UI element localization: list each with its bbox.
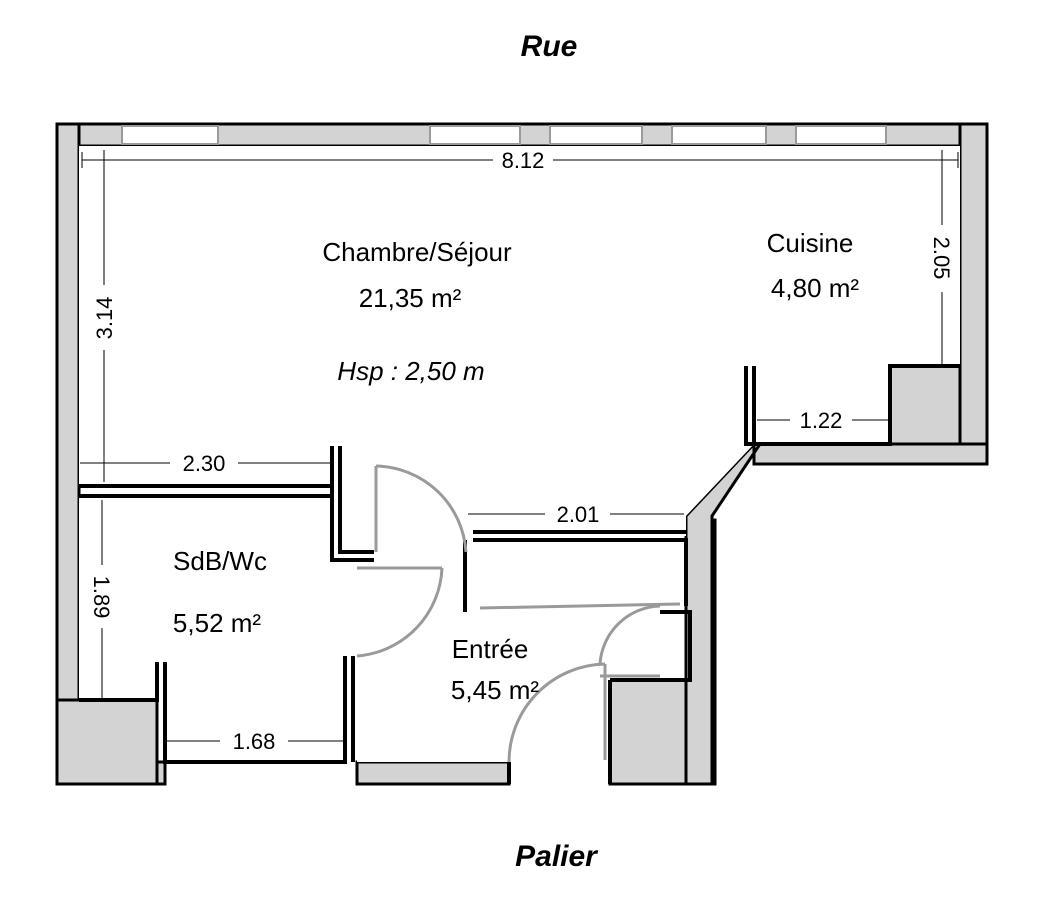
dim-entree-top: 2.01 [557, 502, 600, 527]
street-bottom-label: Palier [515, 840, 599, 873]
window-1 [121, 125, 219, 145]
dim-cuisine-nook: 1.22 [800, 408, 843, 433]
door-arc-placard [598, 604, 661, 665]
door-arc-palier [507, 662, 606, 763]
dim-sejour-bottom: 2.30 [183, 451, 226, 476]
room-area-entree: 5,45 m² [451, 675, 539, 705]
interior-walls [79, 364, 960, 784]
room-floors [79, 146, 960, 762]
room-area-sdb: 5,52 m² [173, 608, 261, 638]
door-arc-sejour [375, 464, 468, 553]
dim-right-height: 2.05 [929, 237, 954, 280]
dimension-lines [80, 150, 959, 742]
room-area-sejour: 21,35 m² [359, 283, 462, 313]
room-name-sejour: Chambre/Séjour [322, 237, 512, 267]
dim-top-width: 8.12 [502, 148, 545, 173]
door-arc-sdb [356, 567, 444, 658]
room-area-cuisine: 4,80 m² [771, 273, 859, 303]
dim-sdb-height: 1.89 [89, 576, 114, 619]
window-2 [429, 125, 521, 145]
doors [356, 464, 681, 763]
window-5 [795, 125, 887, 145]
ceiling-height-label: Hsp : 2,50 m [337, 356, 484, 386]
window-3 [549, 125, 643, 145]
room-name-entree: Entrée [452, 634, 529, 664]
windows [121, 125, 887, 145]
room-name-cuisine: Cuisine [767, 228, 854, 258]
dim-sdb-bottom: 1.68 [233, 729, 276, 754]
room-name-sdb: SdB/Wc [173, 546, 267, 576]
dim-left-height: 3.14 [92, 297, 117, 340]
street-top-label: Rue [521, 30, 578, 63]
window-4 [671, 125, 767, 145]
